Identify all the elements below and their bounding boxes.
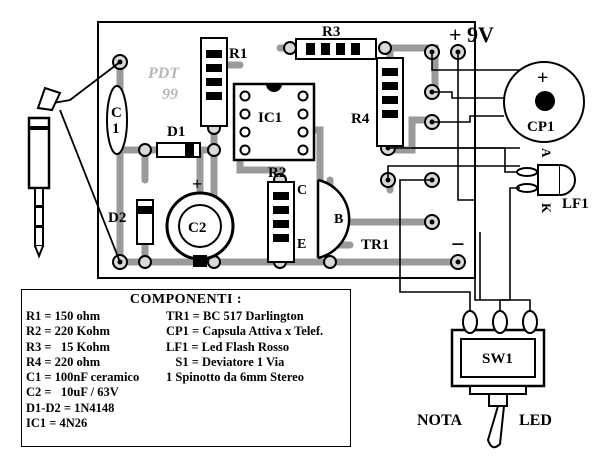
tr1-emitter: E — [297, 237, 306, 252]
c2-capacitor — [165, 191, 235, 267]
cp1-plus: + — [537, 67, 548, 89]
sw1-switch — [450, 310, 546, 449]
d1-label: D1 — [167, 124, 185, 140]
legend-title: COMPONENTI : — [129, 292, 243, 307]
legend-item: R2 = 220 Kohm — [26, 324, 110, 339]
ic1-chip — [232, 82, 316, 162]
r1-resistor — [200, 37, 228, 127]
watermark-line2: 99 — [162, 86, 178, 103]
legend-item: IC1 = 4N26 — [26, 416, 88, 431]
legend-item: CP1 = Capsula Attiva x Telef. — [166, 324, 324, 339]
ic1-label: IC1 — [258, 110, 282, 126]
r3-resistor — [295, 38, 377, 60]
c1-label: C — [111, 105, 122, 121]
r4-label: R4 — [351, 111, 370, 127]
r2-resistor — [267, 181, 295, 263]
watermark-line1: PDT — [147, 65, 180, 82]
c2-label: C2 — [188, 220, 206, 236]
legend-column-right: TR1 = BC 517 Darlington CP1 = Capsula At… — [166, 309, 323, 385]
sw1-label: SW1 — [482, 351, 513, 367]
jack-plug — [27, 61, 121, 263]
c1-label-sub: 1 — [112, 121, 120, 137]
d2-label: D2 — [108, 210, 126, 226]
legend-item: D1-D2 = 1N4148 — [26, 400, 115, 415]
legend-item: S1 = Deviatore 1 Via — [166, 354, 285, 369]
lf1-led — [516, 164, 576, 196]
r4-resistor — [376, 57, 404, 147]
lf1-anode: A — [539, 148, 554, 158]
c1-capacitor — [106, 85, 128, 155]
lf1-cathode: K — [539, 203, 554, 214]
legend-column-left: R1 = 150 ohm R2 = 220 Kohm R3 = 15 Kohm … — [26, 309, 139, 431]
pcb-pads — [112, 38, 466, 270]
tr1-label: TR1 — [361, 237, 389, 253]
r3-label: R3 — [322, 24, 340, 40]
c2-plus: + — [192, 174, 202, 194]
lf1-label: LF1 — [562, 196, 589, 212]
legend-item: TR1 = BC 517 Darlington — [166, 309, 304, 323]
legend-item: R3 = 15 Kohm — [26, 339, 110, 354]
led-label: LED — [519, 412, 552, 429]
legend-item: LF1 = Led Flash Rosso — [166, 339, 290, 354]
components-legend: COMPONENTI : R1 = 150 ohm R2 = 220 Kohm … — [21, 289, 351, 447]
legend-item: C1 = 100nF ceramico — [26, 370, 140, 385]
r1-label: R1 — [229, 46, 247, 62]
external-wires — [387, 52, 531, 318]
tr1-base: B — [334, 212, 343, 227]
d1-diode — [156, 142, 201, 158]
power-label: + 9V — [449, 22, 494, 47]
legend-item: R1 = 150 ohm — [26, 309, 101, 323]
d2-diode — [136, 199, 154, 245]
legend-item: 1 Spinotto da 6mm Stereo — [166, 370, 304, 385]
cp1-capsule — [503, 61, 585, 143]
r2-label: R2 — [268, 165, 286, 181]
legend-item: C2 = 10uF / 63V — [26, 385, 119, 400]
legend-item: R4 = 220 ohm — [26, 354, 101, 369]
tr1-transistor — [316, 178, 351, 260]
nota-label: NOTA — [417, 412, 462, 429]
tr1-collector: C — [297, 183, 307, 198]
minus-label: − — [451, 232, 465, 258]
cp1-label: CP1 — [527, 119, 555, 135]
